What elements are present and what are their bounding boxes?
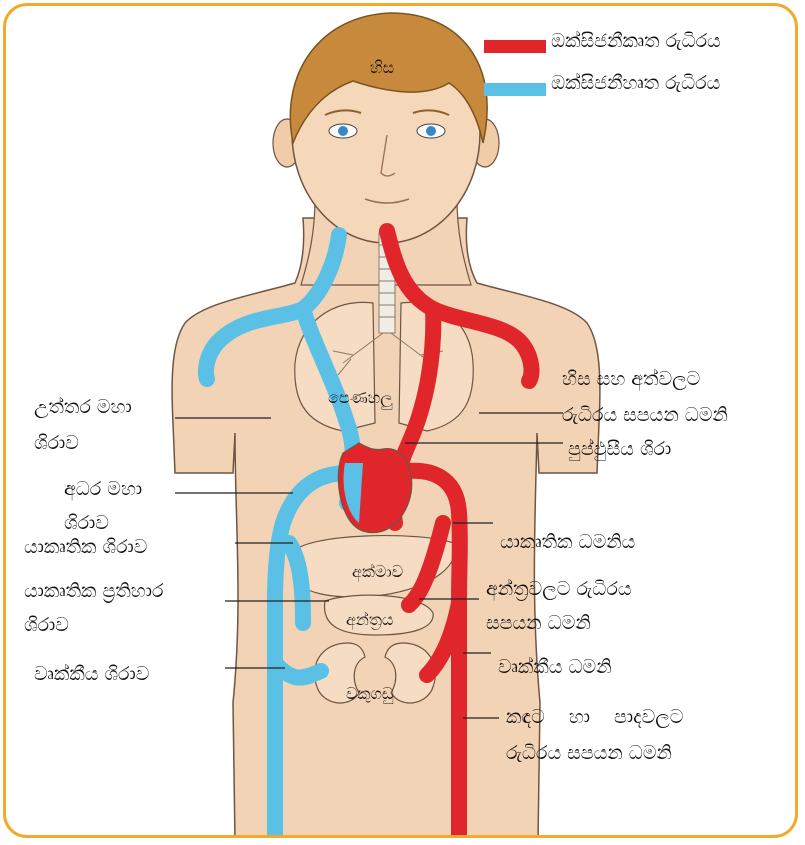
legend-swatch-deoxygenated xyxy=(484,83,546,96)
head-arms-artery-label: හිස සහ අත්වලට රුධිරය සපයන ධමනි xyxy=(562,366,728,428)
pulmonary-vein-label: පුප්ඵුසීය ශිරා xyxy=(568,436,671,462)
legend-oxygenated-label: ඔක්සිජනීකෘත රුධිරය xyxy=(551,30,721,52)
organ-intestine-label: අන්ත්‍රය xyxy=(346,610,393,630)
hepatic-artery-label: යාකෘතික ධමනිය xyxy=(500,529,635,555)
superior-vena-cava-label: උත්තර මහා ශිරාව xyxy=(34,394,132,456)
legend-deoxygenated-label: ඔක්සිජනීහෘත රුධිරය xyxy=(551,72,720,94)
hepatic-portal-vein-label: යාකෘතික ප්‍රතිහාර ශිරාව xyxy=(24,578,163,638)
legend-swatch-oxygenated xyxy=(484,40,546,53)
renal-artery-label: වෘක්කීය ධමනි xyxy=(498,654,612,680)
hepatic-vein-label: යාකෘතික ශිරාව xyxy=(24,534,147,560)
organ-liver-label: අක්මාව xyxy=(352,562,403,582)
organ-kidneys-label: වකුගඩු xyxy=(346,684,394,704)
organ-head-label: හිස xyxy=(370,58,394,78)
inferior-vena-cava-label: අධර මහා ශිරාව xyxy=(64,476,142,536)
diagram-frame: ඔක්සිජනීකෘත රුධිරය ඔක්සිජනීහෘත රුධිරය හි… xyxy=(3,3,798,838)
renal-vein-label: වෘක්කීය ශිරාව xyxy=(34,661,149,687)
legs-artery-label: කඳට හා පාදවලට රුධිරය සපයන ධමනි xyxy=(506,704,683,766)
intestine-artery-label: අන්ත්‍රවලට රුධිරය සපයන ධමනි xyxy=(486,576,632,636)
organ-lungs-label: පෙණහලු xyxy=(328,388,393,408)
